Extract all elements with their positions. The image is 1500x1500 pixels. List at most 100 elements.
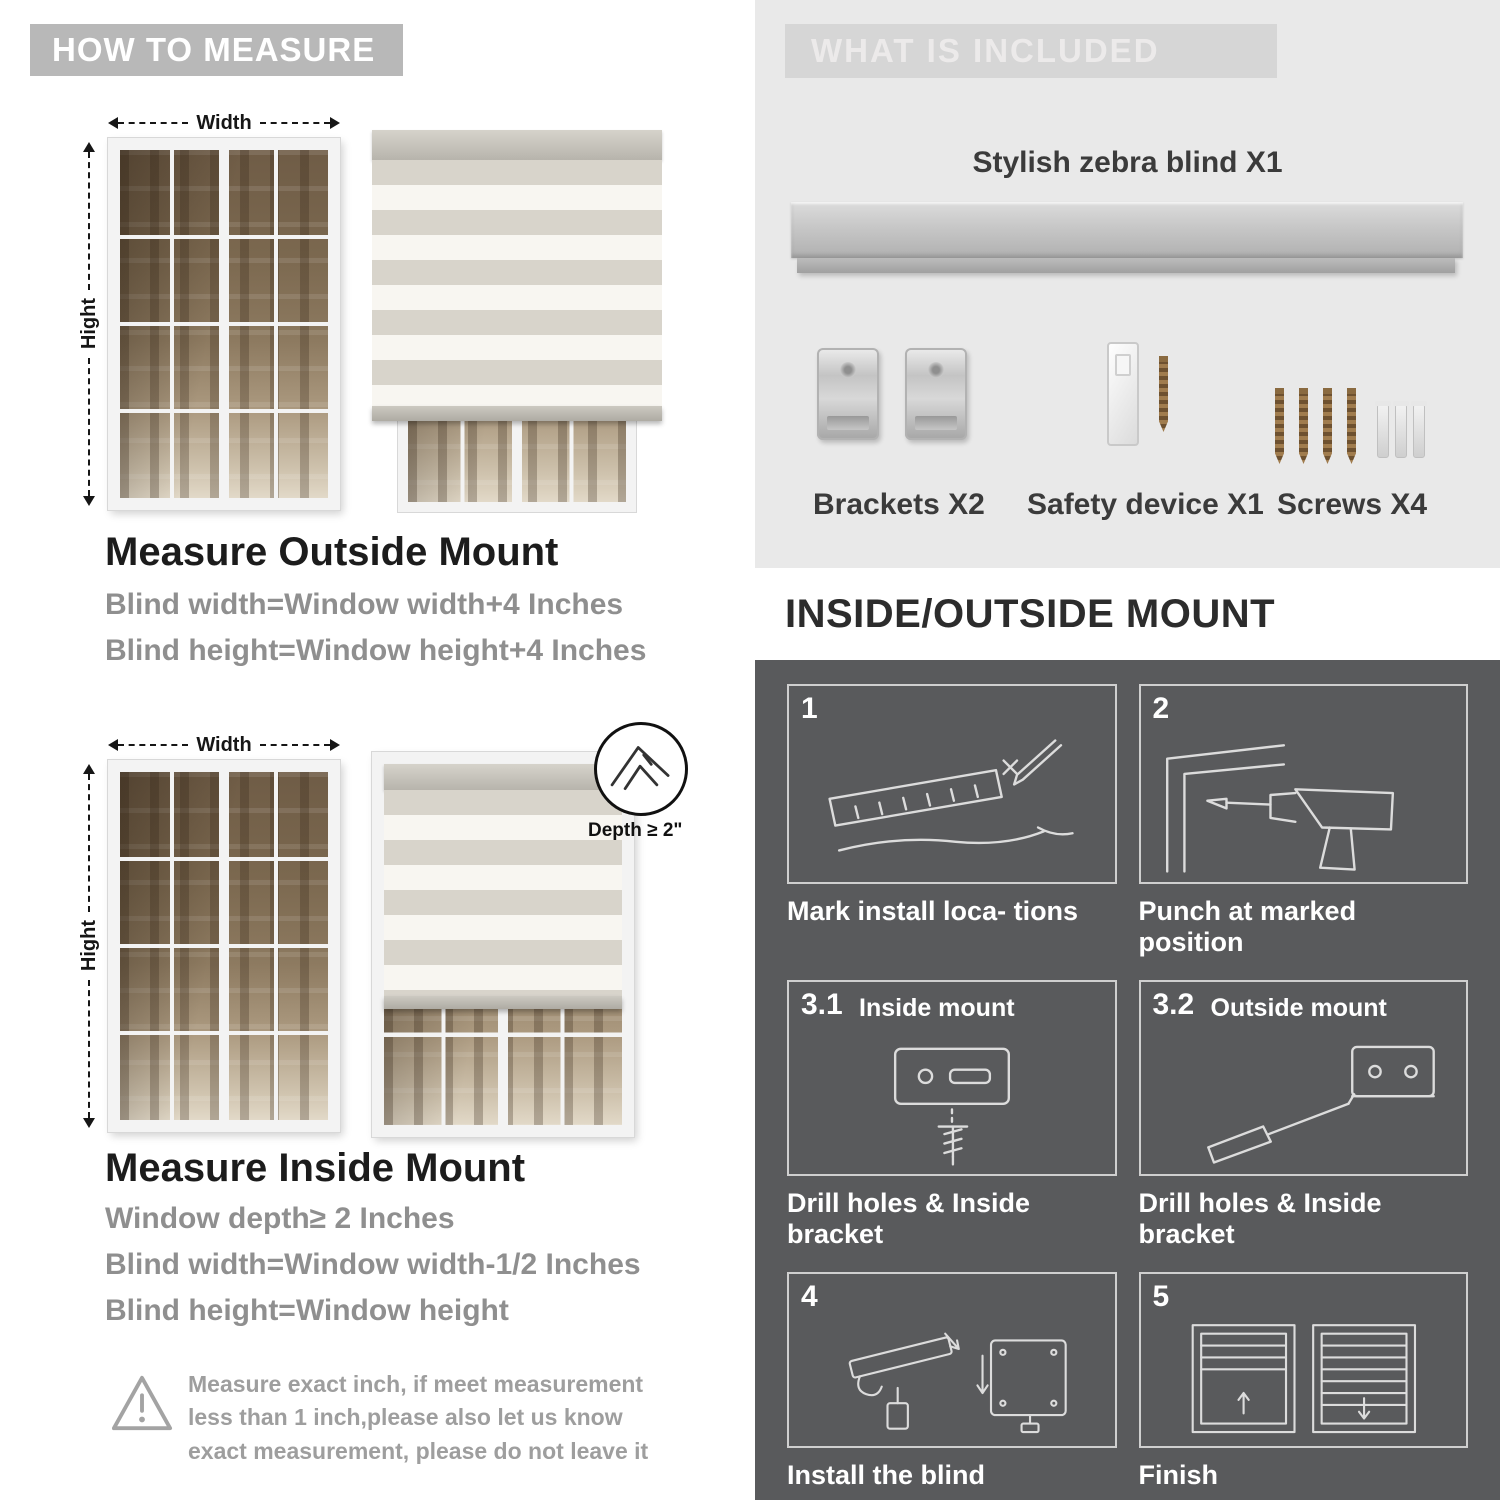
outside-mount-title: Measure Outside Mount (105, 530, 559, 574)
depth-label: Depth ≥ 2" (588, 820, 683, 841)
width-arrow-inside: Width (108, 733, 341, 756)
blind-bottom-rail (384, 996, 622, 1009)
finish-illustration (1191, 1323, 1417, 1433)
zebra-blind-valance-graphic (797, 258, 1455, 273)
outside-mount-line: Blind height=Window height+4 Inches (105, 634, 647, 667)
inside-mount-tag: Inside mount (859, 994, 1015, 1022)
zebra-blind-outside-illustration (372, 130, 662, 512)
corner-zoom-icon (610, 746, 670, 790)
step-number: 3.2 (1152, 988, 1195, 1021)
step-caption: Mark install loca- tions (787, 896, 1079, 926)
dashed-line (118, 122, 189, 124)
step-1-box: 1 (787, 684, 1117, 884)
install-blind-illustration (848, 1332, 1067, 1433)
step-5-box: 5 (1138, 1272, 1468, 1448)
arrow-up-icon (83, 764, 95, 774)
mount-steps-grid: 1 Mark install loca- tions (755, 660, 1500, 1500)
width-arrow-outside: Width (108, 111, 341, 134)
arrow-down-icon (83, 1118, 95, 1128)
arrow-left-icon (108, 739, 118, 751)
step-number: 2 (1152, 692, 1170, 725)
inside-mount-line: Blind width=Window width-1/2 Inches (105, 1248, 641, 1281)
step-5: 5 Finish (1138, 1272, 1468, 1491)
screws-label: Screws X4 (1277, 488, 1428, 521)
arrow-down-icon (83, 496, 95, 506)
step-caption: Drill holes & Inside bracket (1138, 1188, 1382, 1249)
step-caption: Punch at marked position (1138, 896, 1357, 957)
window-reflection (120, 772, 328, 1120)
window-photo-outside (108, 138, 340, 510)
blind-headrail (372, 130, 662, 160)
window-grid (120, 150, 328, 498)
step-caption: Drill holes & Inside bracket (787, 1188, 1031, 1249)
brackets-label: Brackets X2 (813, 488, 985, 521)
height-arrow-outside: Hight (78, 142, 100, 506)
zebra-blind-headrail-graphic (791, 202, 1463, 258)
dashed-line (259, 122, 331, 124)
window-grid (120, 772, 328, 1120)
outside-bracket-illustration (1207, 1045, 1436, 1164)
dashed-line (118, 744, 189, 746)
wall-anchor-icon (1411, 401, 1427, 458)
arrow-right-icon (330, 739, 341, 751)
step-1: 1 Mark install loca- tions (787, 684, 1117, 958)
step-number: 1 (801, 692, 818, 725)
mark-locations-illustration (828, 739, 1074, 852)
safety-device-icon (1107, 342, 1139, 446)
depth-callout-circle (594, 722, 688, 816)
dashed-line (88, 357, 90, 496)
step-2: 2 Punch at marked position (1138, 684, 1468, 958)
blind-stripes (372, 160, 662, 406)
mount-guide-panel: 1 Mark install loca- tions (755, 660, 1500, 1500)
arrow-left-icon (108, 117, 118, 129)
step-3-1: 3.1 Inside mount Dri (787, 980, 1117, 1250)
step-3-2: 3.2 Outside mount Dr (1138, 980, 1468, 1250)
what-is-included-header: WHAT IS INCLUDED (785, 24, 1277, 78)
step-number: 5 (1152, 1280, 1170, 1313)
inside-mount-line: Window depth≥ 2 Inches (105, 1202, 455, 1235)
dashed-line (259, 744, 331, 746)
wall-anchor-icon (1393, 401, 1409, 458)
outside-mount-line: Blind width=Window width+4 Inches (105, 588, 624, 621)
dashed-line (88, 979, 90, 1118)
zebra-blind (384, 764, 622, 1009)
drill-illustration (1166, 744, 1395, 873)
height-arrow-inside: Hight (78, 764, 100, 1128)
window-photo-inside (108, 760, 340, 1132)
arrow-up-icon (83, 142, 95, 152)
width-label: Width (196, 733, 252, 756)
dashed-line (88, 774, 90, 913)
blind-bottom-rail (372, 406, 662, 421)
step-2-box: 2 (1138, 684, 1468, 884)
how-to-measure-header: HOW TO MEASURE (30, 24, 403, 76)
step-4-box: 4 (787, 1272, 1117, 1448)
warning-text: Measure exact inch, if meet measurement … (188, 1371, 649, 1464)
mount-guide-header: INSIDE/OUTSIDE MOUNT (785, 592, 1276, 636)
dashed-line (88, 152, 90, 291)
warning-icon (111, 1375, 173, 1431)
safety-device-label: Safety device X1 (1027, 488, 1264, 521)
step-caption: Finish (1138, 1460, 1219, 1490)
blind-headrail (384, 764, 622, 790)
zebra-blind (372, 130, 662, 421)
screw-icon (1299, 388, 1308, 464)
step-4: 4 (787, 1272, 1117, 1491)
blind-stripes (384, 790, 622, 996)
blind-item-label: Stylish zebra blind X1 (972, 146, 1283, 179)
screw-icon (1323, 388, 1332, 464)
what-is-included-panel: WHAT IS INCLUDED Stylish zebra blind X1 … (755, 0, 1500, 568)
inside-mount-title: Measure Inside Mount (105, 1146, 526, 1190)
window-reflection (120, 150, 328, 498)
width-label: Width (196, 111, 252, 134)
screw-icon (1159, 356, 1168, 432)
step-number: 4 (801, 1280, 818, 1313)
inside-bracket-illustration (893, 1047, 1010, 1166)
height-label: Hight (77, 920, 100, 972)
step-3-1-box: 3.1 Inside mount (787, 980, 1117, 1176)
screw-icon (1347, 388, 1356, 464)
screw-icon (1275, 388, 1284, 464)
zebra-blind-inside-illustration (372, 752, 634, 1137)
step-3-2-box: 3.2 Outside mount (1138, 980, 1468, 1176)
inside-mount-line: Blind height=Window height (105, 1294, 509, 1327)
